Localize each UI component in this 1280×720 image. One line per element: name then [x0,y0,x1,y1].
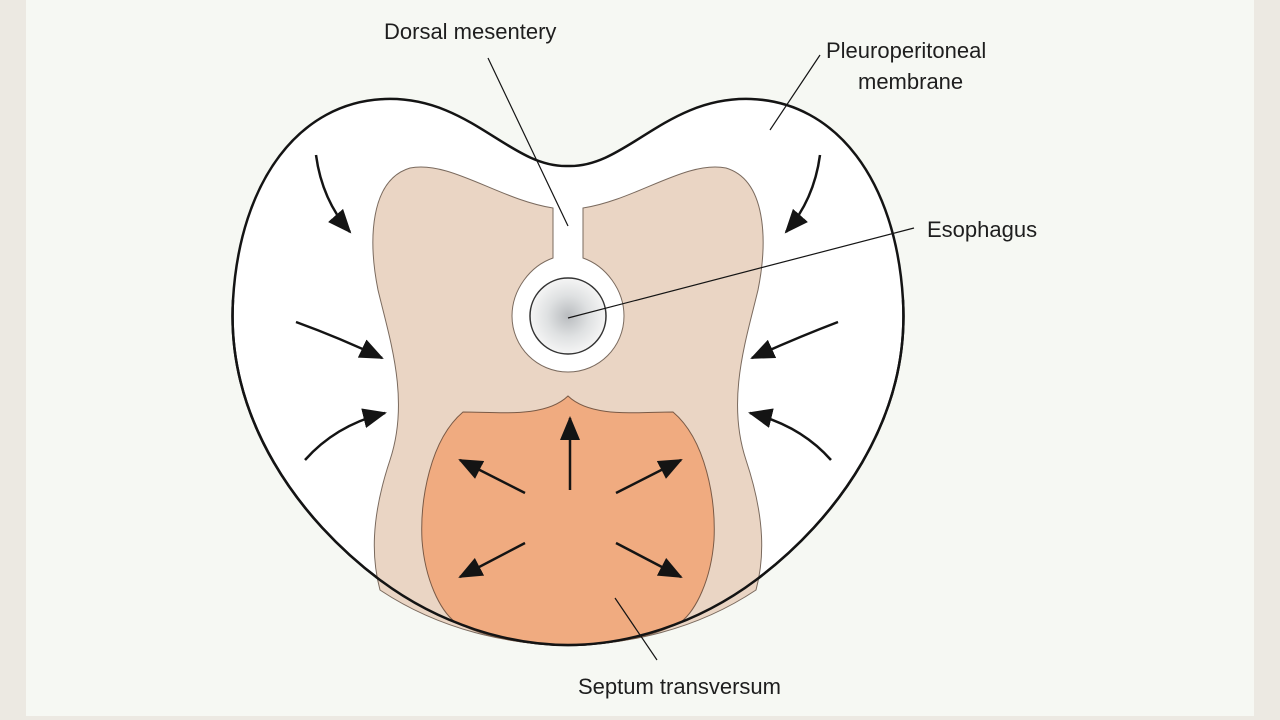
label-pleuroperitoneal-line1: Pleuroperitoneal [826,38,986,63]
arrow-left-top [314,154,352,234]
outer-body-bottom-edge [231,299,905,647]
septum-transversum-region [421,395,715,646]
leader-esophagus [567,227,915,319]
arrow-right-top [784,154,822,234]
arrow-left-middle [295,320,384,360]
leader-septum-transversum [614,597,658,661]
arrow-septum-up-right [615,458,683,495]
arrow-septum-down-left [458,541,526,579]
arrow-septum-up-left [458,458,526,495]
arrow-right-bottom [748,408,832,461]
arrow-left-bottom [304,408,387,461]
leader-pleuroperitoneal [769,54,821,131]
arrow-septum-down-right [615,541,683,579]
leader-dorsal-mesentery [487,57,569,227]
esophagus-circle [529,277,607,355]
label-esophagus: Esophagus [927,217,1037,242]
label-dorsal-mesentery: Dorsal mesentery [384,19,556,44]
arrow-right-middle [750,320,839,360]
label-pleuroperitoneal-line2: membrane [858,69,963,94]
label-septum-transversum: Septum transversum [578,674,781,699]
